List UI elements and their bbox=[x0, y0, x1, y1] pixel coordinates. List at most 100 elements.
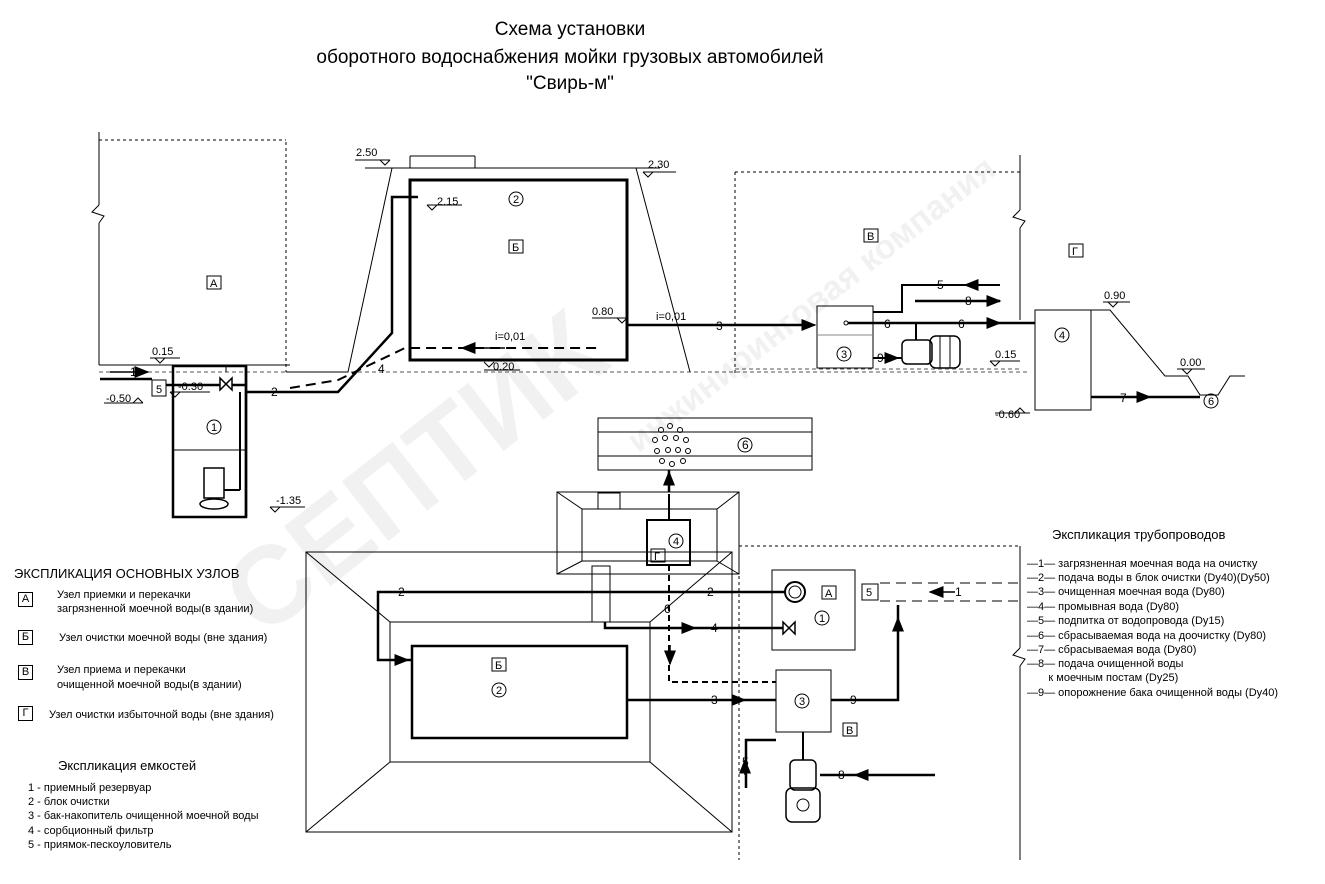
tank-2-number: 2 bbox=[513, 194, 519, 206]
section-tank-markers bbox=[206, 191, 1219, 435]
zone-g-plan-box bbox=[650, 548, 666, 563]
pipe-5-label-plan: 5 bbox=[742, 755, 749, 769]
diagram-title-line-2: оборотного водоснабжения мойки грузовых … bbox=[316, 47, 824, 68]
nodes-legend-letter-g: Г bbox=[18, 706, 33, 721]
ditch-6-plan-number: 6 bbox=[742, 438, 749, 452]
nodes-legend-heading: ЭКСПЛИКАЦИЯ ОСНОВНЫХ УЗЛОВ bbox=[14, 566, 240, 581]
nodes-legend-g-line1: Узел очистки избыточной воды (вне здания… bbox=[49, 709, 274, 721]
tank-3-number: 3 bbox=[841, 349, 847, 361]
pipe-7-label-plan: 7 bbox=[666, 477, 673, 491]
zone-v-plan-box bbox=[842, 722, 858, 737]
pipe-6-label-a: 6 bbox=[884, 317, 891, 331]
pipes-legend-item-5: —5— подпитка от водопровода (Dy15) bbox=[1027, 615, 1225, 627]
elev-0-20: 0.20 bbox=[493, 361, 514, 373]
elev-2-50: 2.50 bbox=[356, 147, 377, 159]
ditch-6-plan-circle bbox=[737, 437, 753, 453]
pipes-legend-item-3: —3— очищенная моечная вода (Dy80) bbox=[1027, 586, 1225, 598]
elev-0-15-left: 0.15 bbox=[152, 346, 173, 358]
pipe-6-label-b: 6 bbox=[958, 317, 965, 331]
pipe-7-label-section: 7 bbox=[1120, 391, 1127, 405]
pipe-9-label-section: 9 bbox=[877, 351, 884, 365]
section-view bbox=[91, 132, 1245, 519]
pipes-legend-item-1: —1— загрязненная моечная вода на очистку bbox=[1027, 558, 1258, 570]
pipe-2-label-section: 2 bbox=[271, 385, 278, 399]
elev-0-90: 0.90 bbox=[1104, 290, 1125, 302]
pipe-1-label-section: 1 bbox=[130, 365, 137, 379]
elev-0-00: 0.00 bbox=[1180, 357, 1201, 369]
pipe-4-label-section: 4 bbox=[378, 362, 385, 376]
block-2-plan-number: 2 bbox=[496, 685, 502, 697]
pipes-legend-item-8: —8— подача очищенной воды bbox=[1027, 658, 1184, 670]
tanks-legend-item-5: 5 - приямок-пескоуловитель bbox=[28, 839, 172, 851]
tank-1-plan-number: 1 bbox=[819, 613, 825, 625]
zone-b-plan: Б bbox=[495, 660, 502, 672]
tank-3-plan-circle bbox=[794, 693, 810, 709]
block-2-plan-circle bbox=[491, 682, 507, 698]
pipe-5-label-section: 5 bbox=[937, 278, 944, 292]
elev-0-80: 0.80 bbox=[592, 306, 613, 318]
pipes-legend-item-8-cont: к моечным постам (Dy25) bbox=[1027, 672, 1179, 684]
sand-trap-5-plan-number: 5 bbox=[866, 587, 872, 599]
zone-g-plan: Г bbox=[654, 551, 660, 563]
tanks-legend-heading: Экспликация емкостей bbox=[58, 758, 197, 773]
pipes-legend-item-9: —9— опорожнение бака очищенной воды (Dy4… bbox=[1027, 687, 1279, 699]
tank-3-plan-number: 3 bbox=[799, 696, 805, 708]
tanks-legend-item-1: 1 - приемный резервуар bbox=[28, 782, 152, 794]
nodes-legend-b-line1: Узел очистки моечной воды (вне здания) bbox=[59, 632, 268, 644]
slope-label-pipe3: i=0,01 bbox=[656, 311, 686, 323]
diagram-title-line-1: Схема установки bbox=[494, 19, 646, 40]
elev-neg-0-60: -0.60 bbox=[995, 409, 1020, 421]
plan-pipes bbox=[376, 470, 935, 788]
elev-neg-0-30: -0.30 bbox=[178, 381, 203, 393]
pipe-3-label-plan: 3 bbox=[711, 693, 718, 707]
tank-1-number: 1 bbox=[211, 422, 217, 434]
nodes-legend-a-line1: Узел приемки и перекачки bbox=[57, 589, 191, 601]
tanks-legend-item-2: 2 - блок очистки bbox=[28, 796, 110, 808]
elevation-marks bbox=[104, 159, 1205, 513]
elev-neg-1-35: -1.35 bbox=[276, 495, 301, 507]
nodes-legend-v-line1: Узел приема и перекачки bbox=[57, 664, 186, 676]
pipe-8-label-section: 8 bbox=[965, 294, 972, 308]
slope-label-block: i=0,01 bbox=[495, 331, 525, 343]
plan-flow-arrows bbox=[394, 470, 955, 781]
zone-a-plan-box bbox=[821, 585, 837, 600]
diagram-title-line-3: "Свирь-м" bbox=[526, 73, 614, 94]
elev-0-15-right: 0.15 bbox=[995, 349, 1016, 361]
elev-2-30: 2.30 bbox=[648, 159, 669, 171]
zone-b-plan-box bbox=[491, 657, 507, 672]
nodes-legend-letter-a: А bbox=[18, 592, 33, 607]
zone-b-section: Б bbox=[512, 242, 519, 254]
pipes-legend-item-4: —4— промывная вода (Dy80) bbox=[1027, 601, 1180, 613]
ditch-6-number: 6 bbox=[1208, 396, 1214, 408]
nodes-legend-a-line2: загрязненной моечной воды(в здании) bbox=[57, 603, 254, 615]
nodes-legend-v-line2: очищенной моечной воды(в здании) bbox=[57, 679, 242, 691]
tanks-legend-item-3: 3 - бак-накопитель очищенной моечной вод… bbox=[28, 810, 259, 822]
zone-g-section: Г bbox=[1072, 246, 1078, 258]
tank-1-plan-circle bbox=[814, 610, 830, 626]
pipes-legend-item-6: —6— сбрасываемая вода на доочистку (Dy80… bbox=[1027, 630, 1267, 642]
pipe-6-label-plan: 6 bbox=[664, 602, 671, 616]
pipe-4-label-plan: 4 bbox=[711, 621, 718, 635]
pipe-1-label-plan: 1 bbox=[955, 585, 962, 599]
zone-v-section: В bbox=[867, 231, 874, 243]
pipes-legend-heading: Экспликация трубопроводов bbox=[1052, 527, 1226, 542]
pipe-2-label-plan-right: 2 bbox=[707, 585, 714, 599]
zone-a-section: А bbox=[210, 278, 218, 290]
section-zone-boxes bbox=[206, 228, 1084, 290]
pipe-8-label-plan: 8 bbox=[838, 768, 845, 782]
sand-trap-5-number: 5 bbox=[156, 384, 162, 396]
elev-neg-0-50: -0.50 bbox=[106, 393, 131, 405]
nodes-legend-letter-v: В bbox=[18, 665, 33, 680]
pipe-9-label-plan: 9 bbox=[850, 693, 857, 707]
section-flow-arrows bbox=[110, 279, 1152, 403]
pipes-legend-item-7: —7— сбрасываемая вода (Dy80) bbox=[1027, 644, 1197, 656]
pipe-2-label-plan-left: 2 bbox=[398, 585, 405, 599]
plan-view bbox=[305, 417, 1026, 860]
elev-2-15: 2.15 bbox=[437, 196, 458, 208]
tanks-legend-item-4: 4 - сорбционный фильтр bbox=[28, 825, 154, 837]
zone-v-plan: В bbox=[846, 725, 853, 737]
pipes-legend-item-2: —2— подача воды в блок очистки (Dy40)(Dy… bbox=[1027, 572, 1270, 584]
nodes-legend-letter-b: Б bbox=[18, 630, 33, 645]
filter-4-plan-circle bbox=[668, 533, 684, 549]
